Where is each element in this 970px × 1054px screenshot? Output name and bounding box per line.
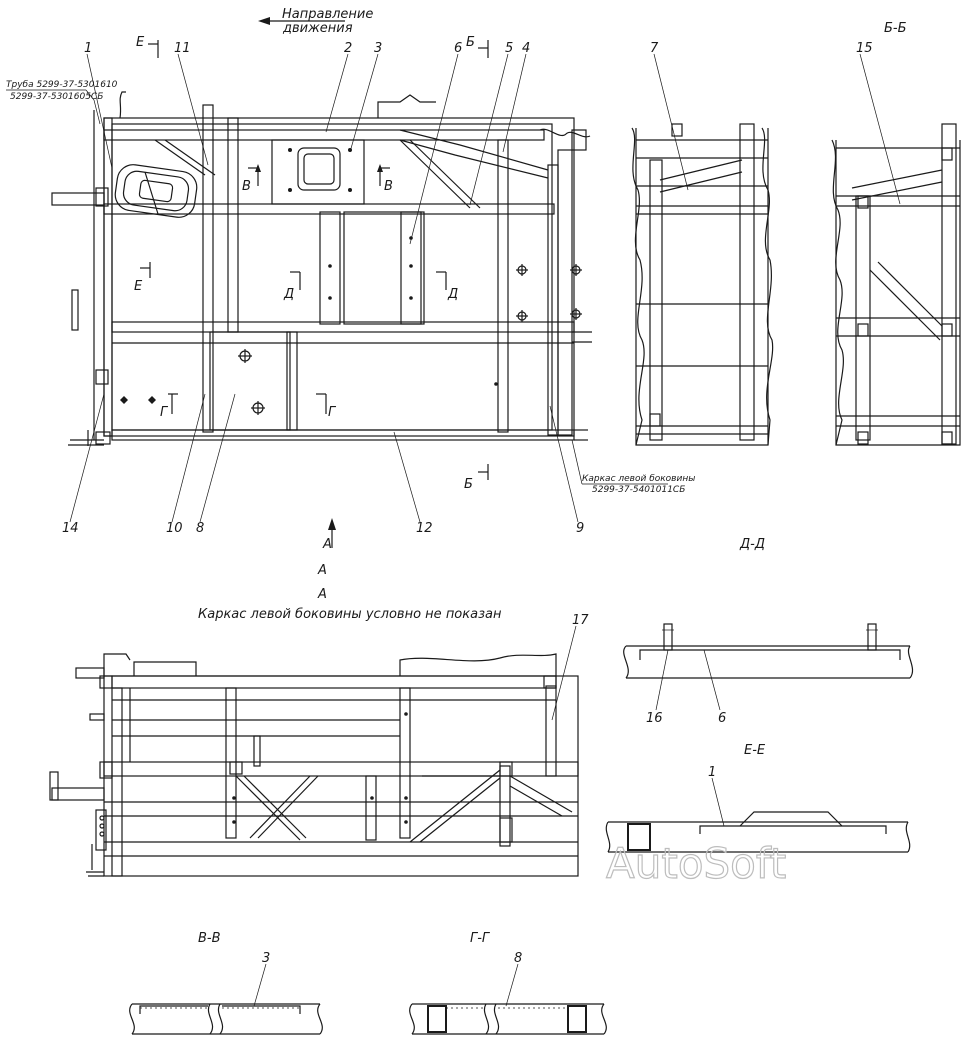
watermark: AutoSoft <box>606 839 786 888</box>
callout-3-vv: 3 <box>262 951 270 966</box>
section-bb: Б-Б 15 <box>831 21 961 446</box>
side-frame-note-line1: Каркас левой боковины <box>582 474 695 484</box>
callouts-main: 1 11 2 3 6 5 4 14 10 8 12 9 <box>62 41 584 536</box>
section-ee-title: Е-Е <box>744 743 766 758</box>
mark-b-bottom: Б <box>464 477 473 492</box>
view-a-caption: Каркас левой боковины условно не показан <box>198 607 502 622</box>
callout-14: 14 <box>62 521 79 536</box>
mark-d-left: Д <box>283 287 294 302</box>
mark-d-right: Д <box>447 287 458 302</box>
section-ee: Е-Е 1 <box>605 743 911 853</box>
callout-4: 4 <box>522 41 530 56</box>
section-bb-title: Б-Б <box>884 21 907 36</box>
callout-11: 11 <box>174 41 191 56</box>
callout-6: 6 <box>454 41 462 56</box>
pipe-note-line1: Труба 5299-37-5301610 <box>6 80 118 90</box>
direction-label-line1: Направление <box>282 7 373 22</box>
callout-7: 7 <box>650 41 659 56</box>
view-a: А А Каркас левой боковины условно не пок… <box>49 563 589 877</box>
section-gg: Г-Г 8 <box>409 931 607 1035</box>
side-frame-note-line2: 5299-37-5401011СБ <box>592 485 685 495</box>
side-frame-note: Каркас левой боковины 5299-37-5401011СБ <box>571 439 695 495</box>
section-marks-main: Е Б В В Е Д Д Г Г Б А <box>134 35 489 552</box>
callout-9: 9 <box>576 521 584 536</box>
pipe-note: Труба 5299-37-5301610 5299-37-5301605СБ <box>6 80 118 125</box>
view-a-title-1: А <box>317 563 327 578</box>
mark-v-left: В <box>242 179 251 194</box>
mark-a-arrow: А <box>322 537 332 552</box>
mark-b-top: Б <box>466 35 475 50</box>
mark-e-top: Е <box>136 35 145 50</box>
section-dd-title: Д-Д <box>739 537 765 552</box>
callout-2: 2 <box>344 41 352 56</box>
section-vv-title: В-В <box>198 931 221 946</box>
callout-6-dd: 6 <box>718 711 726 726</box>
section-dd: Д-Д 16 6 <box>623 537 914 726</box>
callout-12: 12 <box>416 521 433 536</box>
direction-of-travel: Направление движения <box>258 7 373 36</box>
mark-g-left: Г <box>160 405 169 420</box>
callout-3: 3 <box>374 41 382 56</box>
section-vv: В-В 3 <box>129 931 323 1035</box>
callout-1: 1 <box>84 41 92 56</box>
callout-16: 16 <box>646 711 663 726</box>
direction-label-line2: движения <box>282 21 353 36</box>
callout-10: 10 <box>166 521 183 536</box>
mark-g-right: Г <box>328 405 337 420</box>
callout-1-ee: 1 <box>708 765 716 780</box>
view-callout-7: 7 <box>631 41 774 446</box>
pipe-note-line2: 5299-37-5301605СБ <box>10 92 103 102</box>
view-a-title-2: А <box>317 587 327 602</box>
main-plan-view <box>51 91 592 446</box>
mark-e-mid: Е <box>134 279 143 294</box>
callout-8-gg: 8 <box>514 951 522 966</box>
callout-5: 5 <box>505 41 513 56</box>
callout-15: 15 <box>856 41 873 56</box>
callout-17: 17 <box>572 613 589 628</box>
mark-v-right: В <box>384 179 393 194</box>
section-gg-title: Г-Г <box>470 931 491 946</box>
callout-8: 8 <box>196 521 204 536</box>
